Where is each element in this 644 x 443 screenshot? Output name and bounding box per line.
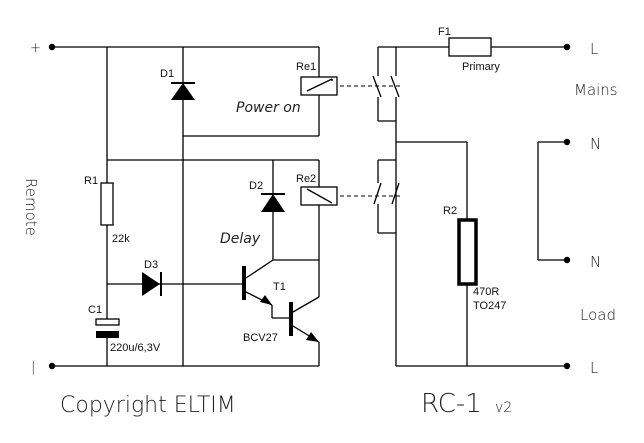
terminal-load-n (563, 256, 571, 264)
relay-re2-coil (300, 186, 338, 206)
label-d3: D3 (144, 259, 158, 271)
label-d2: D2 (249, 180, 263, 192)
label-minus: | (31, 360, 35, 375)
resistor-r2 (457, 218, 478, 286)
label-d1: D1 (160, 68, 174, 80)
label-mains-n: N (590, 135, 601, 153)
label-r1-value: 22k (112, 233, 130, 245)
terminal-load-l (563, 362, 571, 370)
label-c1-value: 220u/6,3V (110, 342, 161, 354)
transistor-t1-base-2 (289, 302, 293, 336)
transistor-t1-emitter-arrow-1 (260, 295, 272, 305)
capacitor-c1 (95, 318, 120, 338)
diode-d3 (142, 272, 162, 296)
label-r2-package: TO247 (473, 300, 506, 312)
label-mains: Mains (574, 81, 618, 99)
label-r2: R2 (443, 205, 457, 217)
label-plus: + (30, 41, 41, 56)
label-r1: R1 (84, 175, 98, 187)
label-r2-value: 470R (473, 286, 499, 298)
label-load-l: L (590, 359, 598, 377)
transistor-t1-base-1 (242, 266, 246, 300)
label-remote: Remote (22, 178, 40, 236)
resistor-r1 (100, 182, 114, 226)
transistor-t1-emitter-arrow-2 (306, 332, 319, 342)
label-delay: Delay (220, 231, 261, 247)
diode-d2 (261, 193, 285, 212)
diode-d1 (171, 82, 195, 100)
label-t1-value: BCV27 (243, 332, 278, 344)
wires-mains (372, 46, 567, 367)
terminal-mains-n (563, 138, 571, 146)
terminal-minus (48, 362, 56, 370)
relay-re1-coil (300, 76, 338, 96)
label-f1: F1 (438, 26, 451, 38)
label-mains-l: L (590, 40, 598, 58)
label-c1: C1 (88, 304, 102, 316)
fuse-f1 (448, 37, 492, 57)
diagram-title: RC-1 (421, 389, 482, 419)
label-t1: T1 (273, 281, 286, 293)
label-load: Load (580, 306, 616, 324)
label-load-n: N (590, 253, 601, 271)
label-re1: Re1 (296, 61, 316, 73)
diagram-version: v2 (495, 400, 512, 416)
label-f1-value: Primary (462, 61, 500, 73)
terminal-mains-l (563, 43, 571, 51)
label-re2: Re2 (296, 173, 316, 185)
copyright: Copyright ELTIM (60, 393, 236, 418)
terminal-plus (48, 43, 56, 51)
label-power-on: Power on (236, 100, 301, 116)
